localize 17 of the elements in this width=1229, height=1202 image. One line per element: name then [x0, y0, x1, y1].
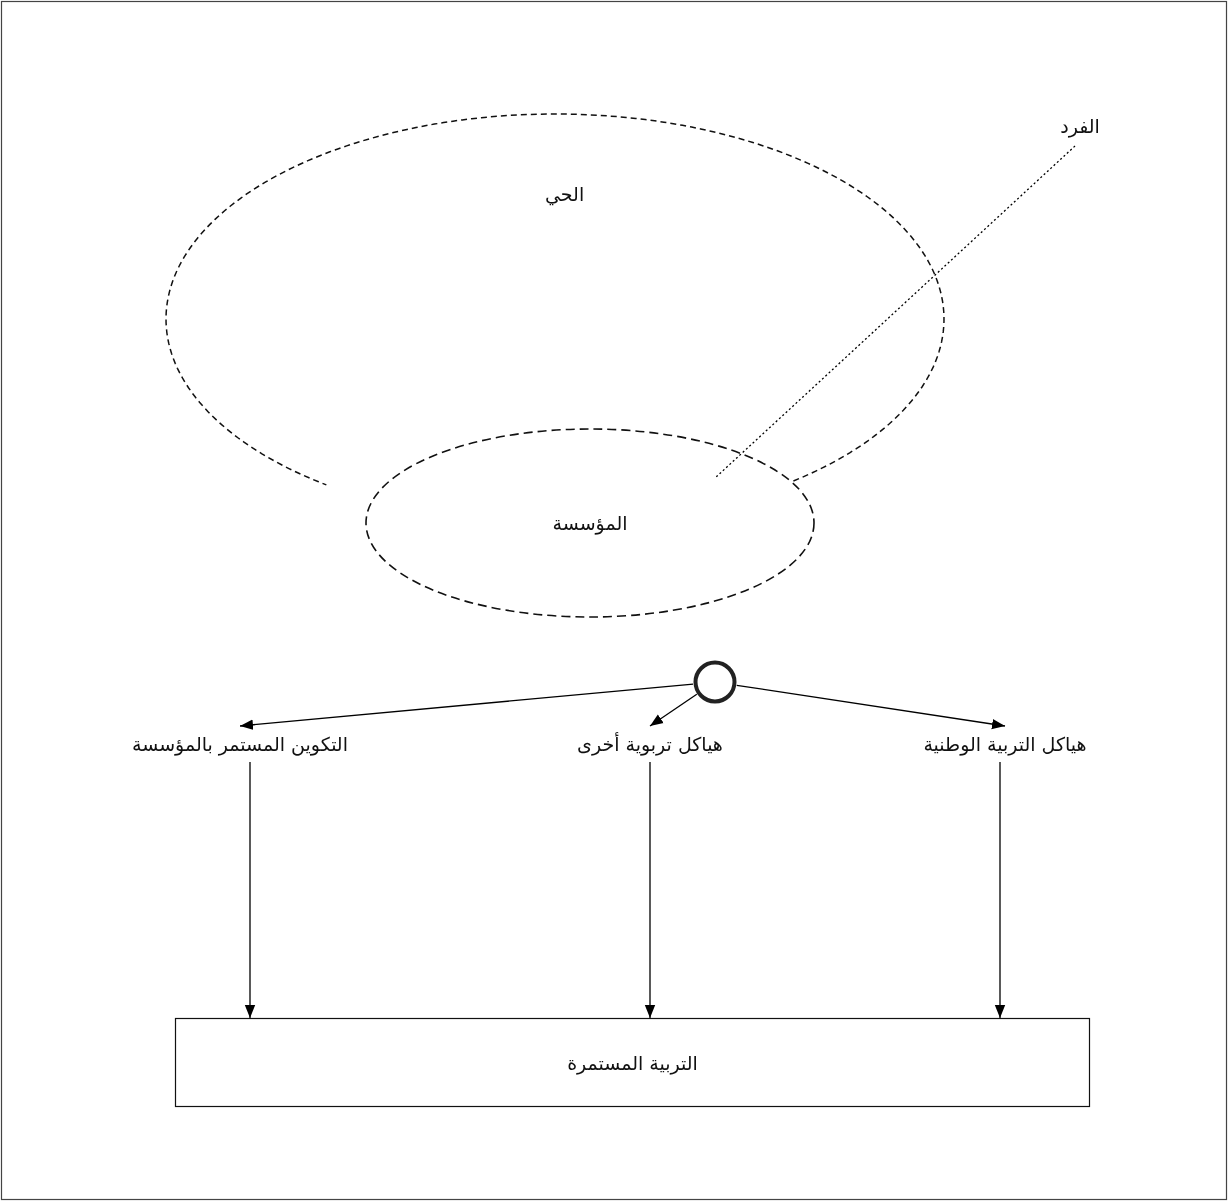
arrow: [244, 761, 256, 1019]
arrow: [736, 684, 1006, 730]
node-label: الحي: [545, 183, 585, 206]
node-label: التربية المستمرة: [567, 1051, 698, 1074]
node-label: هياكل تربوية أخرى: [577, 732, 723, 756]
node-label: المؤسسة: [552, 511, 628, 535]
arrow: [239, 683, 694, 730]
arrow: [994, 761, 1006, 1019]
process-box: [175, 1018, 1090, 1107]
leader-line: [714, 145, 1076, 479]
arrow: [644, 761, 656, 1019]
node-label: التكوين المستمر بالمؤسسة: [132, 732, 348, 756]
arrow: [649, 693, 698, 727]
node-label: هياكل التربية الوطنية: [923, 732, 1087, 756]
circle-symbol: [693, 660, 737, 704]
dashed-ellipse: [365, 428, 815, 618]
node-label: الفرد: [1060, 114, 1100, 138]
